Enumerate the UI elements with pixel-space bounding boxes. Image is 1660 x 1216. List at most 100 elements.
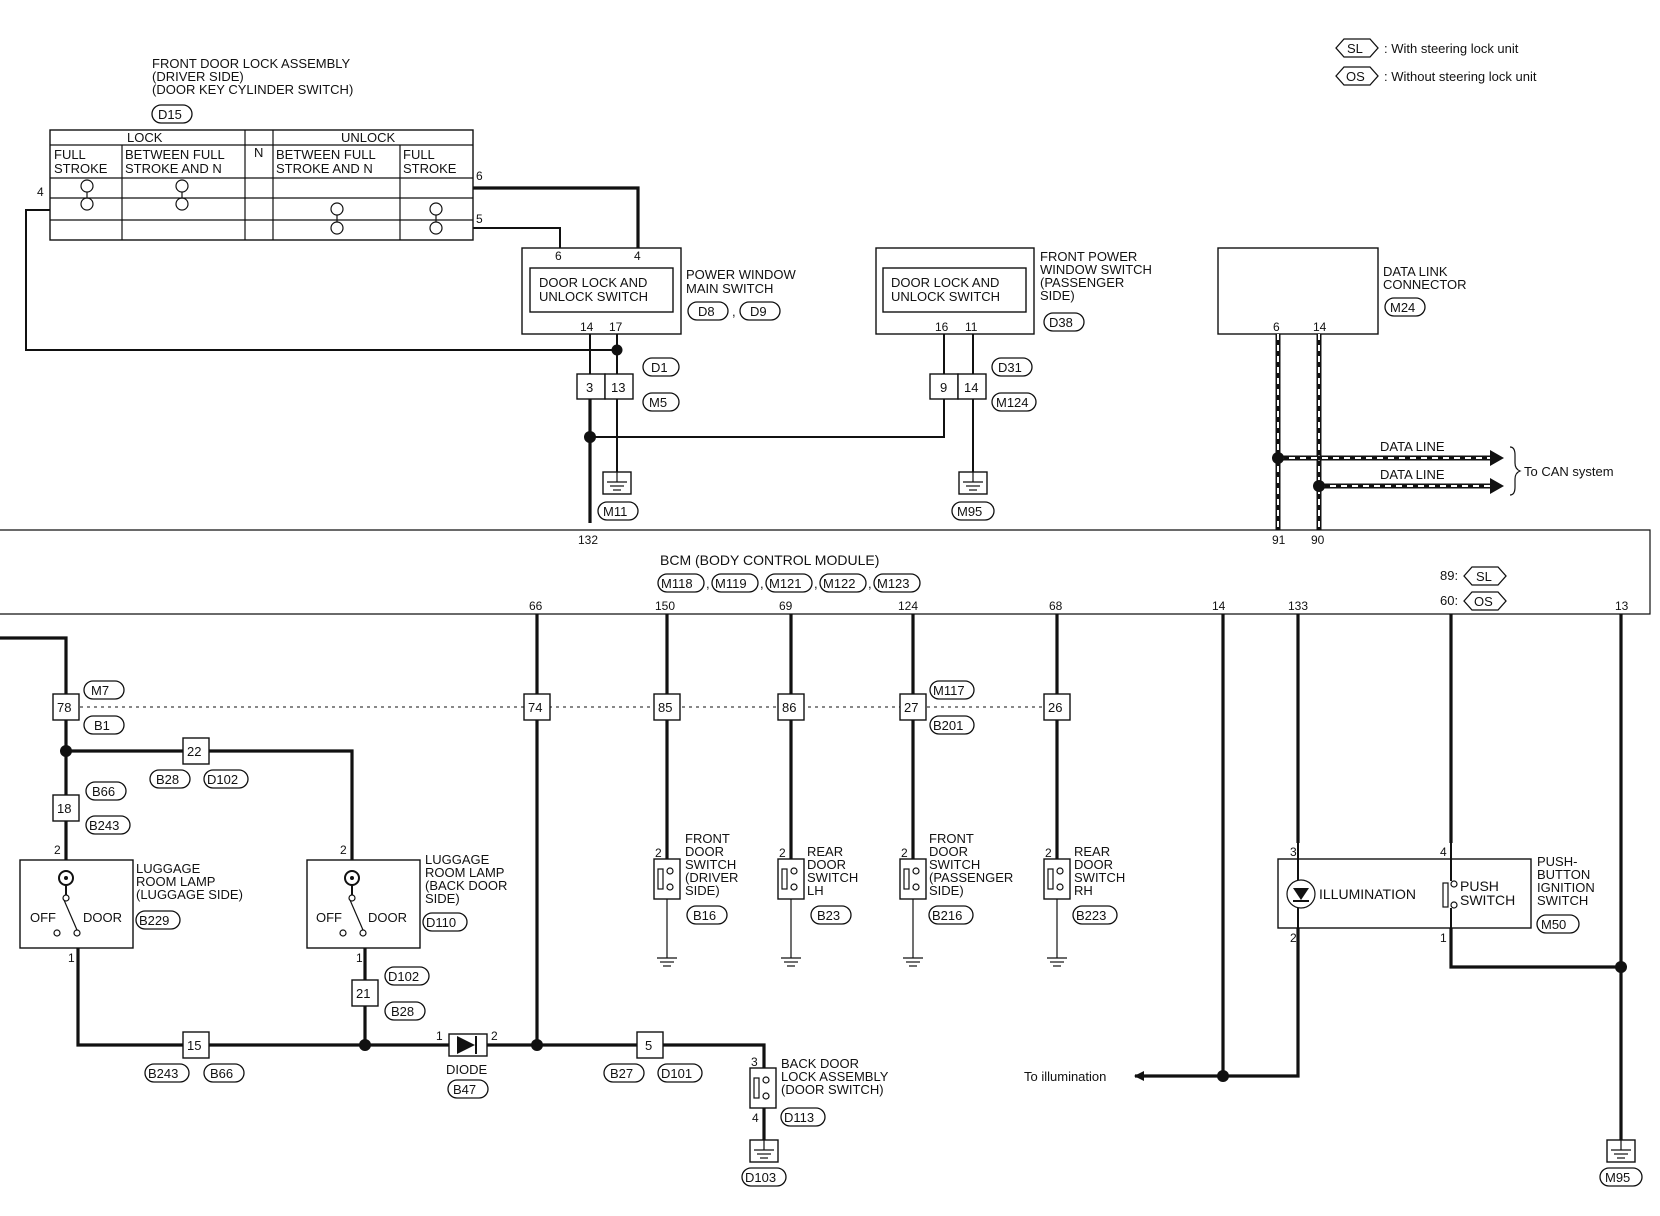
ignition-label-2: BUTTON — [1537, 867, 1590, 882]
ignition-push-label-1: PUSH — [1460, 878, 1499, 894]
harness-pin-21: 21 — [356, 986, 370, 1001]
data-line-1-label: DATA LINE — [1380, 439, 1445, 454]
bcm-pin-150: 150 — [655, 599, 675, 613]
d15-col1-a: FULL — [54, 147, 86, 162]
rear-door-switch-rh: 2 REAR DOOR SWITCH RH B223 — [1043, 720, 1125, 967]
backdoor-pin-4: 4 — [752, 1111, 759, 1125]
d15-contact-symbols — [80, 179, 443, 235]
svg-text:,: , — [732, 304, 736, 319]
harness-pin-22: 22 — [187, 744, 201, 759]
d15-lock-header: LOCK — [127, 130, 163, 145]
svg-text:,: , — [814, 576, 818, 591]
connector-b1: B1 — [94, 718, 110, 733]
sw-fd-driver-label-2: DOOR — [685, 844, 724, 859]
bcm-pin-90: 90 — [1311, 533, 1325, 547]
pw-pass-label-1: FRONT POWER — [1040, 249, 1137, 264]
bcm-os-pin: 60: — [1440, 593, 1458, 608]
sw-rd-rh-label-4: RH — [1074, 883, 1093, 898]
connector-m5: M5 — [649, 395, 667, 410]
d15-connector-badge — [151, 104, 193, 124]
d15-n-header: N — [254, 145, 263, 160]
ground-d103-label: D103 — [745, 1170, 776, 1185]
to-illumination-label: To illumination — [1024, 1069, 1106, 1084]
bcm-pin-69: 69 — [779, 599, 793, 613]
ignition-connector: M50 — [1541, 917, 1566, 932]
svg-text:,: , — [760, 576, 764, 591]
harness-pin-27: 27 — [904, 700, 918, 715]
d15-pin-6: 6 — [476, 169, 483, 183]
sw-rd-lh-label-1: REAR — [807, 844, 843, 859]
d15-col2-b: STROKE AND N — [125, 161, 222, 176]
pw-pass-label-4: SIDE) — [1040, 288, 1075, 303]
lamp-back-pin-2: 2 — [340, 843, 347, 857]
connector-d31: D31 — [998, 360, 1022, 375]
lamp-luggage-connector: B229 — [139, 913, 169, 928]
front-door-switch-driver: 2 FRONT DOOR SWITCH (DRIVER SIDE) B16 — [653, 720, 738, 967]
ground-m95-top: M95 — [951, 471, 995, 521]
harness-pin-85: 85 — [658, 700, 672, 715]
bcm-body-control-module: 132 91 90 BCM (BODY CONTROL MODULE) M118… — [0, 529, 1651, 615]
pw-main-pin-4: 4 — [634, 249, 641, 263]
bcm-pin-68: 68 — [1049, 599, 1063, 613]
svg-text:,: , — [868, 576, 872, 591]
diode-connector: B47 — [453, 1082, 476, 1097]
diode-pin-1: 1 — [436, 1029, 443, 1043]
sw-fd-pass-label-1: FRONT — [929, 831, 974, 846]
joint-pin-13: 13 — [611, 380, 625, 395]
d15-title-line-2: (DRIVER SIDE) — [152, 69, 244, 84]
door-lock-assembly-driver: FRONT DOOR LOCK ASSEMBLY (DRIVER SIDE) (… — [37, 56, 483, 241]
lamp-back-label-3: (BACK DOOR — [425, 878, 507, 893]
pw-pass-label-3: (PASSENGER — [1040, 275, 1124, 290]
backdoor-label-3: (DOOR SWITCH) — [781, 1082, 884, 1097]
lamp-luggage-pin-2: 2 — [54, 843, 61, 857]
to-can-system: To CAN system — [1524, 464, 1614, 479]
lamp-luggage-label-3: (LUGGAGE SIDE) — [136, 887, 243, 902]
d1-m5-joint: 3 13 D1 M5 M11 — [576, 334, 945, 523]
lower-harness-wires — [0, 614, 1623, 1140]
ground-m95-top-label: M95 — [957, 504, 982, 519]
pw-pass-pin-16: 16 — [935, 320, 949, 334]
bcm-connector-m123: M123 — [877, 576, 910, 591]
d15-col3-b: STROKE AND N — [276, 161, 373, 176]
lamp-luggage-label-1: LUGGAGE — [136, 861, 201, 876]
bcm-pin-133: 133 — [1288, 599, 1308, 613]
d15-col4-b: STROKE — [403, 161, 457, 176]
dlc-connector: M24 — [1390, 300, 1415, 315]
bcm-pin-91: 91 — [1272, 533, 1286, 547]
front-door-switch-passenger: 2 FRONT DOOR SWITCH (PASSENGER SIDE) B21… — [899, 720, 1013, 967]
connector-b243-bottom: B243 — [148, 1066, 178, 1081]
harness-pin-26: 26 — [1048, 700, 1062, 715]
bcm-connectors: M118 , M119 , M121 , M122 , M123 — [657, 573, 921, 593]
sw-rd-lh-label-3: SWITCH — [807, 870, 858, 885]
push-button-ignition-switch: 3 4 ILLUMINATION PUSH SWITCH 2 1 PUSH- B… — [1277, 843, 1595, 945]
back-door-lock-branch: 5 B27 D101 3 4 BACK DOOR LOCK ASSEMBLY (… — [537, 1031, 889, 1187]
connector-b201: B201 — [933, 718, 963, 733]
rear-door-switch-lh: 2 REAR DOOR SWITCH LH B23 — [777, 720, 858, 967]
legend-os-text: : Without steering lock unit — [1384, 69, 1537, 84]
bcm-pin-124: 124 — [898, 599, 918, 613]
illumination-wiring: To illumination M95 — [1024, 928, 1643, 1187]
bcm-connector-m122: M122 — [823, 576, 856, 591]
lamp-back-connector: D110 — [426, 915, 456, 930]
bcm-pin-132: 132 — [578, 533, 598, 547]
joint-pin-3: 3 — [586, 380, 593, 395]
sw-fd-driver-label-5: SIDE) — [685, 883, 720, 898]
lamp-back-door: DOOR — [368, 910, 407, 925]
diode-pin-2: 2 — [491, 1029, 498, 1043]
sw-fd-driver-label-1: FRONT — [685, 831, 730, 846]
lamp-luggage-door: DOOR — [83, 910, 122, 925]
sw-fd-pass-label-3: SWITCH — [929, 857, 980, 872]
harness-pin-15: 15 — [187, 1038, 201, 1053]
joint-pin-14: 14 — [964, 380, 978, 395]
bcm-pin-14: 14 — [1212, 599, 1226, 613]
sw-rd-lh-label-4: LH — [807, 883, 824, 898]
d15-title-line-3: (DOOR KEY CYLINDER SWITCH) — [152, 82, 353, 97]
pw-pass-connector: D38 — [1049, 315, 1073, 330]
svg-text:,: , — [706, 576, 710, 591]
ground-m11-label: M11 — [603, 504, 627, 519]
d15-pin-4: 4 — [37, 185, 44, 199]
data-link-connector: DATA LINK CONNECTOR M24 6 14 DATA LINE D… — [1217, 247, 1614, 530]
harness-pin-5: 5 — [645, 1038, 652, 1053]
pw-main-label-2: MAIN SWITCH — [686, 281, 773, 296]
pw-pass-inner-line-2: UNLOCK SWITCH — [891, 289, 1000, 304]
